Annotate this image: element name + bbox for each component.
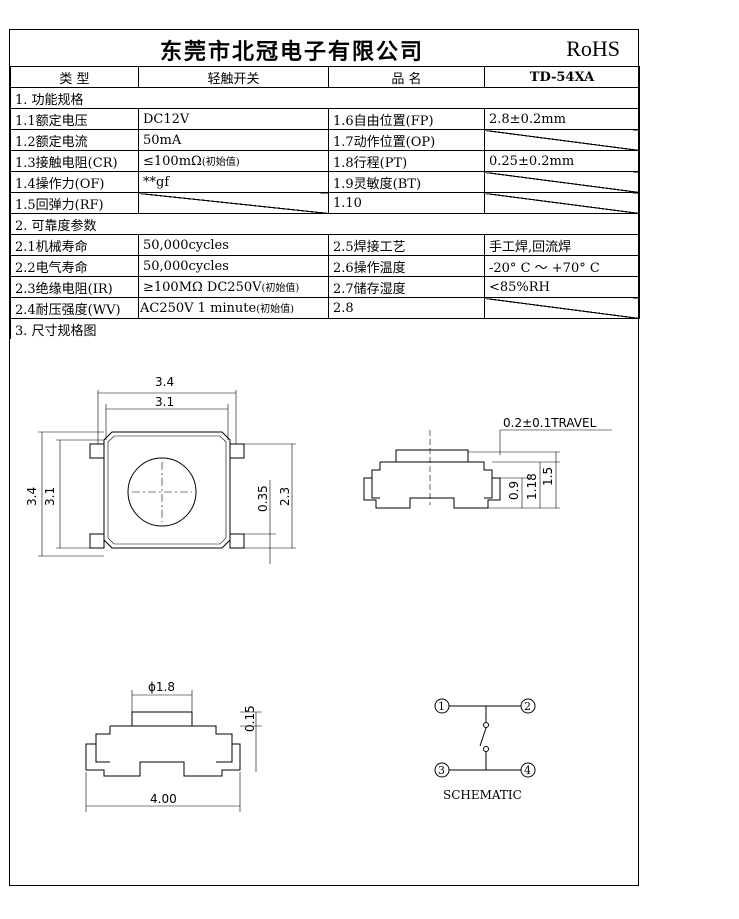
dim-3-4-top: 3.4 — [155, 375, 174, 389]
empty-cell — [484, 171, 640, 193]
front-view — [85, 690, 262, 812]
spec-value-text: ≥100MΩ DC250V — [143, 280, 262, 295]
initial-note: (初始值) — [256, 304, 295, 315]
spec-row: 1.5回弹力(RF) 1.10 — [10, 192, 640, 214]
spec-label: 2.4耐压强度(WV) — [10, 297, 139, 319]
spec-value-text: ≤100mΩ — [143, 154, 202, 169]
rel-row: 2.1机械寿命 50,000cycles 2.5焊接工艺 手工焊,回流焊 — [10, 234, 640, 256]
spec-label: 1.1额定电压 — [10, 108, 139, 130]
dim-2-3: 2.3 — [278, 487, 292, 506]
spec-label: 1.5回弹力(RF) — [10, 192, 139, 214]
spec-label: 2.7储存湿度 — [328, 276, 485, 298]
rohs-mark: RoHS — [566, 36, 620, 61]
spec-row: 1.1额定电压 DC12V 1.6自由位置(FP) 2.8±0.2mm — [10, 108, 640, 130]
top-view — [38, 390, 296, 564]
pin-1-label: 1 — [438, 700, 445, 713]
pin-2-label: 2 — [524, 700, 531, 713]
dim-4-00: 4.00 — [150, 792, 177, 806]
initial-note: (初始值) — [261, 283, 300, 294]
empty-cell — [484, 129, 640, 151]
section-3-title: 3. 尺寸规格图 — [10, 318, 640, 339]
rel-row: 2.3绝缘电阻(IR) ≥100MΩ DC250V(初始值) 2.7储存湿度 <… — [10, 276, 640, 298]
schematic — [434, 698, 536, 778]
dim-0-9: 0.9 — [507, 481, 521, 500]
model-number: TD-54XA — [529, 69, 595, 85]
side-view — [363, 429, 612, 509]
rel-row: 2.2电气寿命 50,000cycles 2.6操作温度 -20° C ～ +7… — [10, 255, 640, 277]
spec-value: AC250V 1 minute(初始值) — [138, 297, 329, 319]
spec-row: 1.4操作力(OF) **gf 1.9灵敏度(BT) — [10, 171, 640, 193]
spec-label: 1.8行程(PT) — [328, 150, 485, 172]
name-value: TD-54XA — [484, 66, 640, 88]
dim-3-1-left: 3.1 — [43, 487, 57, 506]
spec-sheet: 东莞市北冠电子有限公司 RoHS 类 型 轻触开关 品 名 TD-54XA 1.… — [9, 29, 640, 886]
spec-label: 2.3绝缘电阻(IR) — [10, 276, 139, 298]
empty-cell — [484, 297, 640, 319]
spec-label: 2.5焊接工艺 — [328, 234, 485, 256]
dim-phi-1-8: ϕ1.8 — [148, 680, 175, 694]
pin-3-label: 3 — [438, 764, 445, 777]
dim-3-4-left: 3.4 — [25, 487, 39, 506]
spec-value: 手工焊,回流焊 — [484, 234, 640, 256]
travel-label: 0.2±0.1TRAVEL — [503, 416, 597, 430]
spec-value-text: AC250V 1 minute — [140, 301, 257, 316]
rel-row: 2.4耐压强度(WV) AC250V 1 minute(初始值) 2.8 — [10, 297, 640, 319]
type-row: 类 型 轻触开关 品 名 TD-54XA — [10, 66, 640, 88]
spec-value: 50mA — [138, 129, 329, 151]
spec-table: 类 型 轻触开关 品 名 TD-54XA 1. 功能规格 1.1额定电压 DC1… — [10, 66, 640, 339]
spec-value: -20° C ～ +70° C — [484, 255, 640, 277]
spec-value: ≥100MΩ DC250V(初始值) — [138, 276, 329, 298]
spec-label: 2.1机械寿命 — [10, 234, 139, 256]
dim-1-18: 1.18 — [525, 473, 539, 500]
dim-0-15: 0.15 — [243, 705, 257, 732]
dim-0-35: 0.35 — [256, 485, 270, 512]
company-name: 东莞市北冠电子有限公司 — [160, 39, 425, 65]
spec-label: 1.3接触电阻(CR) — [10, 150, 139, 172]
dim-1-5: 1.5 — [541, 467, 555, 486]
sheet-header: 东莞市北冠电子有限公司 RoHS — [10, 30, 638, 67]
dim-3-1-top: 3.1 — [155, 395, 174, 409]
pin-4-label: 4 — [524, 764, 531, 777]
initial-note: (初始值) — [201, 157, 240, 168]
empty-cell — [138, 192, 329, 214]
schematic-label: SCHEMATIC — [443, 788, 522, 802]
